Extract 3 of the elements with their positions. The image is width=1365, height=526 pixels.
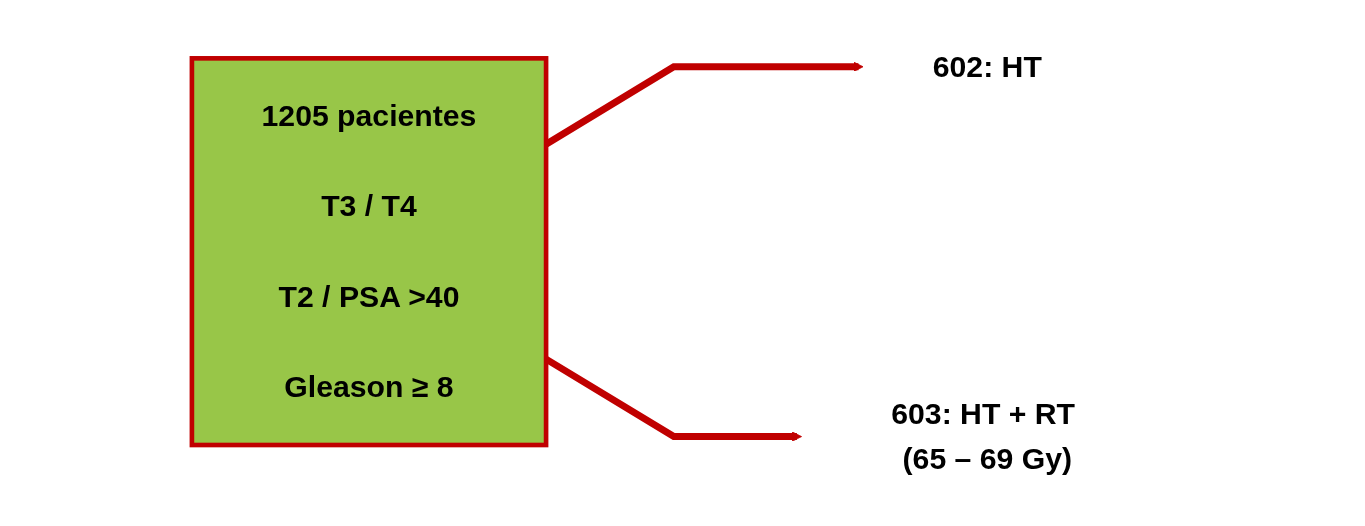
node-text: 603: HT + RT (65 – 69 Gy): [891, 395, 1075, 477]
node-text: 602: HT: [932, 48, 1042, 84]
node-box: 1205 pacientes T3 / T4 T2 / PSA >40 Gleason ≥ 8: [189, 56, 549, 448]
